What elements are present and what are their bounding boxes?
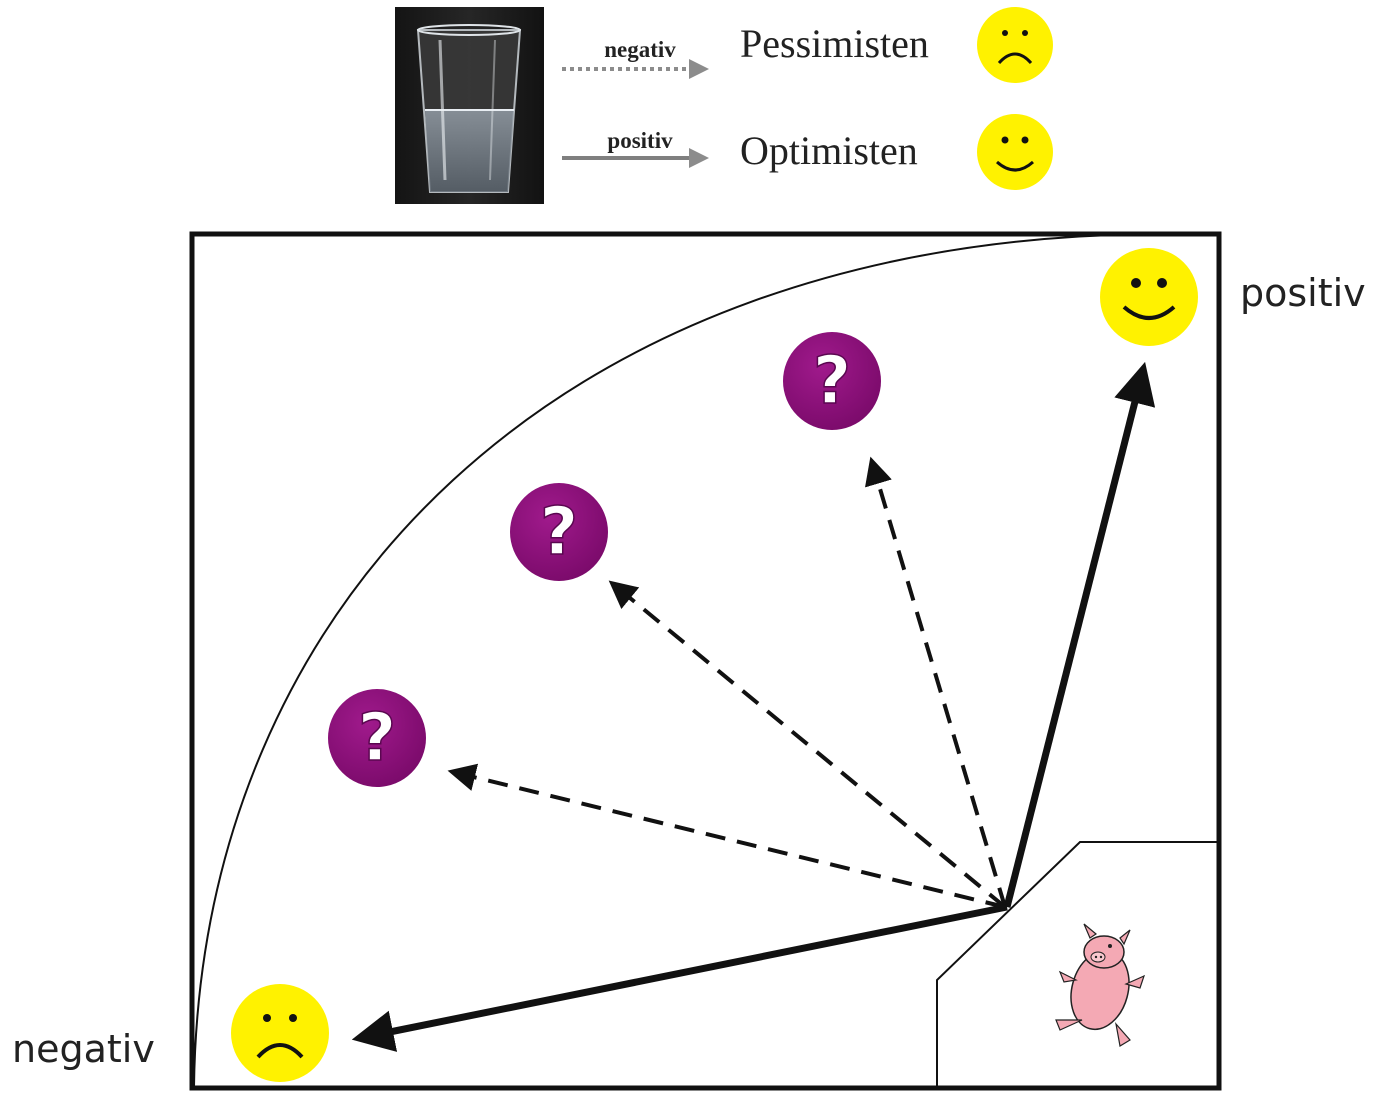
- arena-frame: [189, 231, 1222, 1091]
- dashed-arrow-middle: [608, 580, 1007, 909]
- arena-positive-label: positiv: [1240, 271, 1366, 315]
- pessimists-label: Pessimisten: [740, 21, 929, 66]
- sad-smiley-icon: [231, 984, 329, 1082]
- positive-path-arrow: [1003, 361, 1156, 908]
- svg-text:?: ?: [540, 493, 578, 570]
- water-glass-photo: [395, 7, 544, 204]
- arena-arc: [193, 233, 1151, 1088]
- sad-smiley-icon: [977, 7, 1053, 83]
- negative-path-arrow: [351, 903, 1008, 1052]
- svg-text:?: ?: [813, 342, 851, 419]
- negative-arrow-label: negativ: [604, 37, 676, 62]
- question-mark-icon: ?: [328, 689, 426, 787]
- positive-arrow-label: positiv: [607, 128, 673, 153]
- question-mark-icon: ?: [510, 483, 608, 581]
- start-box: [936, 841, 1219, 1087]
- dashed-arrow-upper: [865, 456, 1007, 908]
- arena-negative-label: negativ: [12, 1027, 155, 1071]
- optimists-label: Optimisten: [740, 128, 918, 173]
- happy-smiley-icon: [977, 114, 1053, 190]
- happy-smiley-icon: [1100, 248, 1198, 346]
- question-mark-icon: ?: [783, 332, 881, 430]
- svg-text:?: ?: [358, 699, 396, 776]
- running-pig-icon: [1055, 923, 1145, 1047]
